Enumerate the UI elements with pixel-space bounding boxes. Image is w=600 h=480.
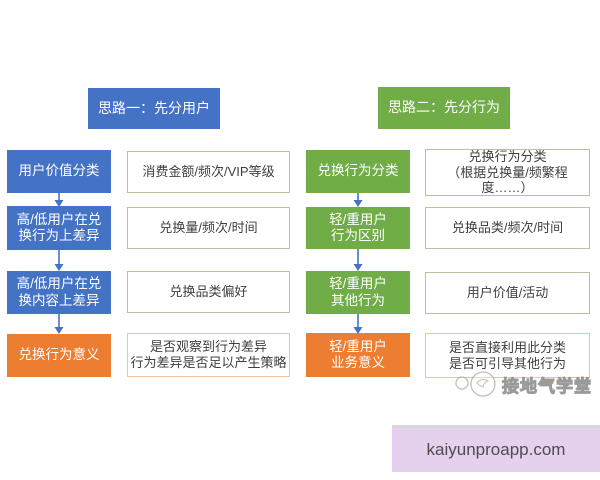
flow1-step-1: 用户价值分类 — [7, 150, 111, 193]
flow1-header: 思路一：先分用户 — [88, 88, 220, 129]
flow1-step-4: 兑换行为意义 — [7, 334, 111, 377]
down-arrow-icon — [353, 249, 363, 271]
flow2-detail-1: 兑换行为分类 （根据兑换量/频繁程 度……） — [425, 149, 590, 196]
flow1-detail-3: 兑换品类偏好 — [127, 271, 290, 313]
flow2-detail-3: 用户价值/活动 — [425, 272, 590, 314]
flow1-detail-2: 兑换量/频次/时间 — [127, 207, 290, 249]
down-arrow-icon — [353, 193, 363, 207]
footer-url-text[interactable]: kaiyunproapp.com — [426, 440, 566, 459]
flow1-detail-1: 消费金额/频次/VIP等级 — [127, 151, 290, 193]
flow2-detail-4: 是否直接利用此分类 是否可引导其他行为 — [425, 333, 590, 378]
flow1-detail-4: 是否观察到行为差异 行为差异是否足以产生策略 — [127, 333, 290, 377]
flow2-step-2: 轻/重用户 行为区别 — [306, 207, 410, 249]
flow2-detail-2: 兑换品类/频次/时间 — [425, 207, 590, 249]
down-arrow-icon — [353, 314, 363, 334]
flow1-step-2: 高/低用户在兑 换行为上差异 — [7, 206, 111, 250]
down-arrow-icon — [54, 250, 64, 271]
footer-link-banner[interactable]: kaiyunproapp.com — [392, 425, 600, 472]
flow1-step-3: 高/低用户在兑 换内容上差异 — [7, 271, 111, 314]
flow2-step-3: 轻/重用户 其他行为 — [306, 271, 410, 314]
down-arrow-icon — [54, 314, 64, 334]
flow2-step-1: 兑换行为分类 — [306, 150, 410, 193]
flow2-step-4: 轻/重用户 业务意义 — [306, 333, 410, 377]
down-arrow-icon — [54, 193, 64, 207]
flow2-header: 思路二：先分行为 — [378, 87, 510, 129]
